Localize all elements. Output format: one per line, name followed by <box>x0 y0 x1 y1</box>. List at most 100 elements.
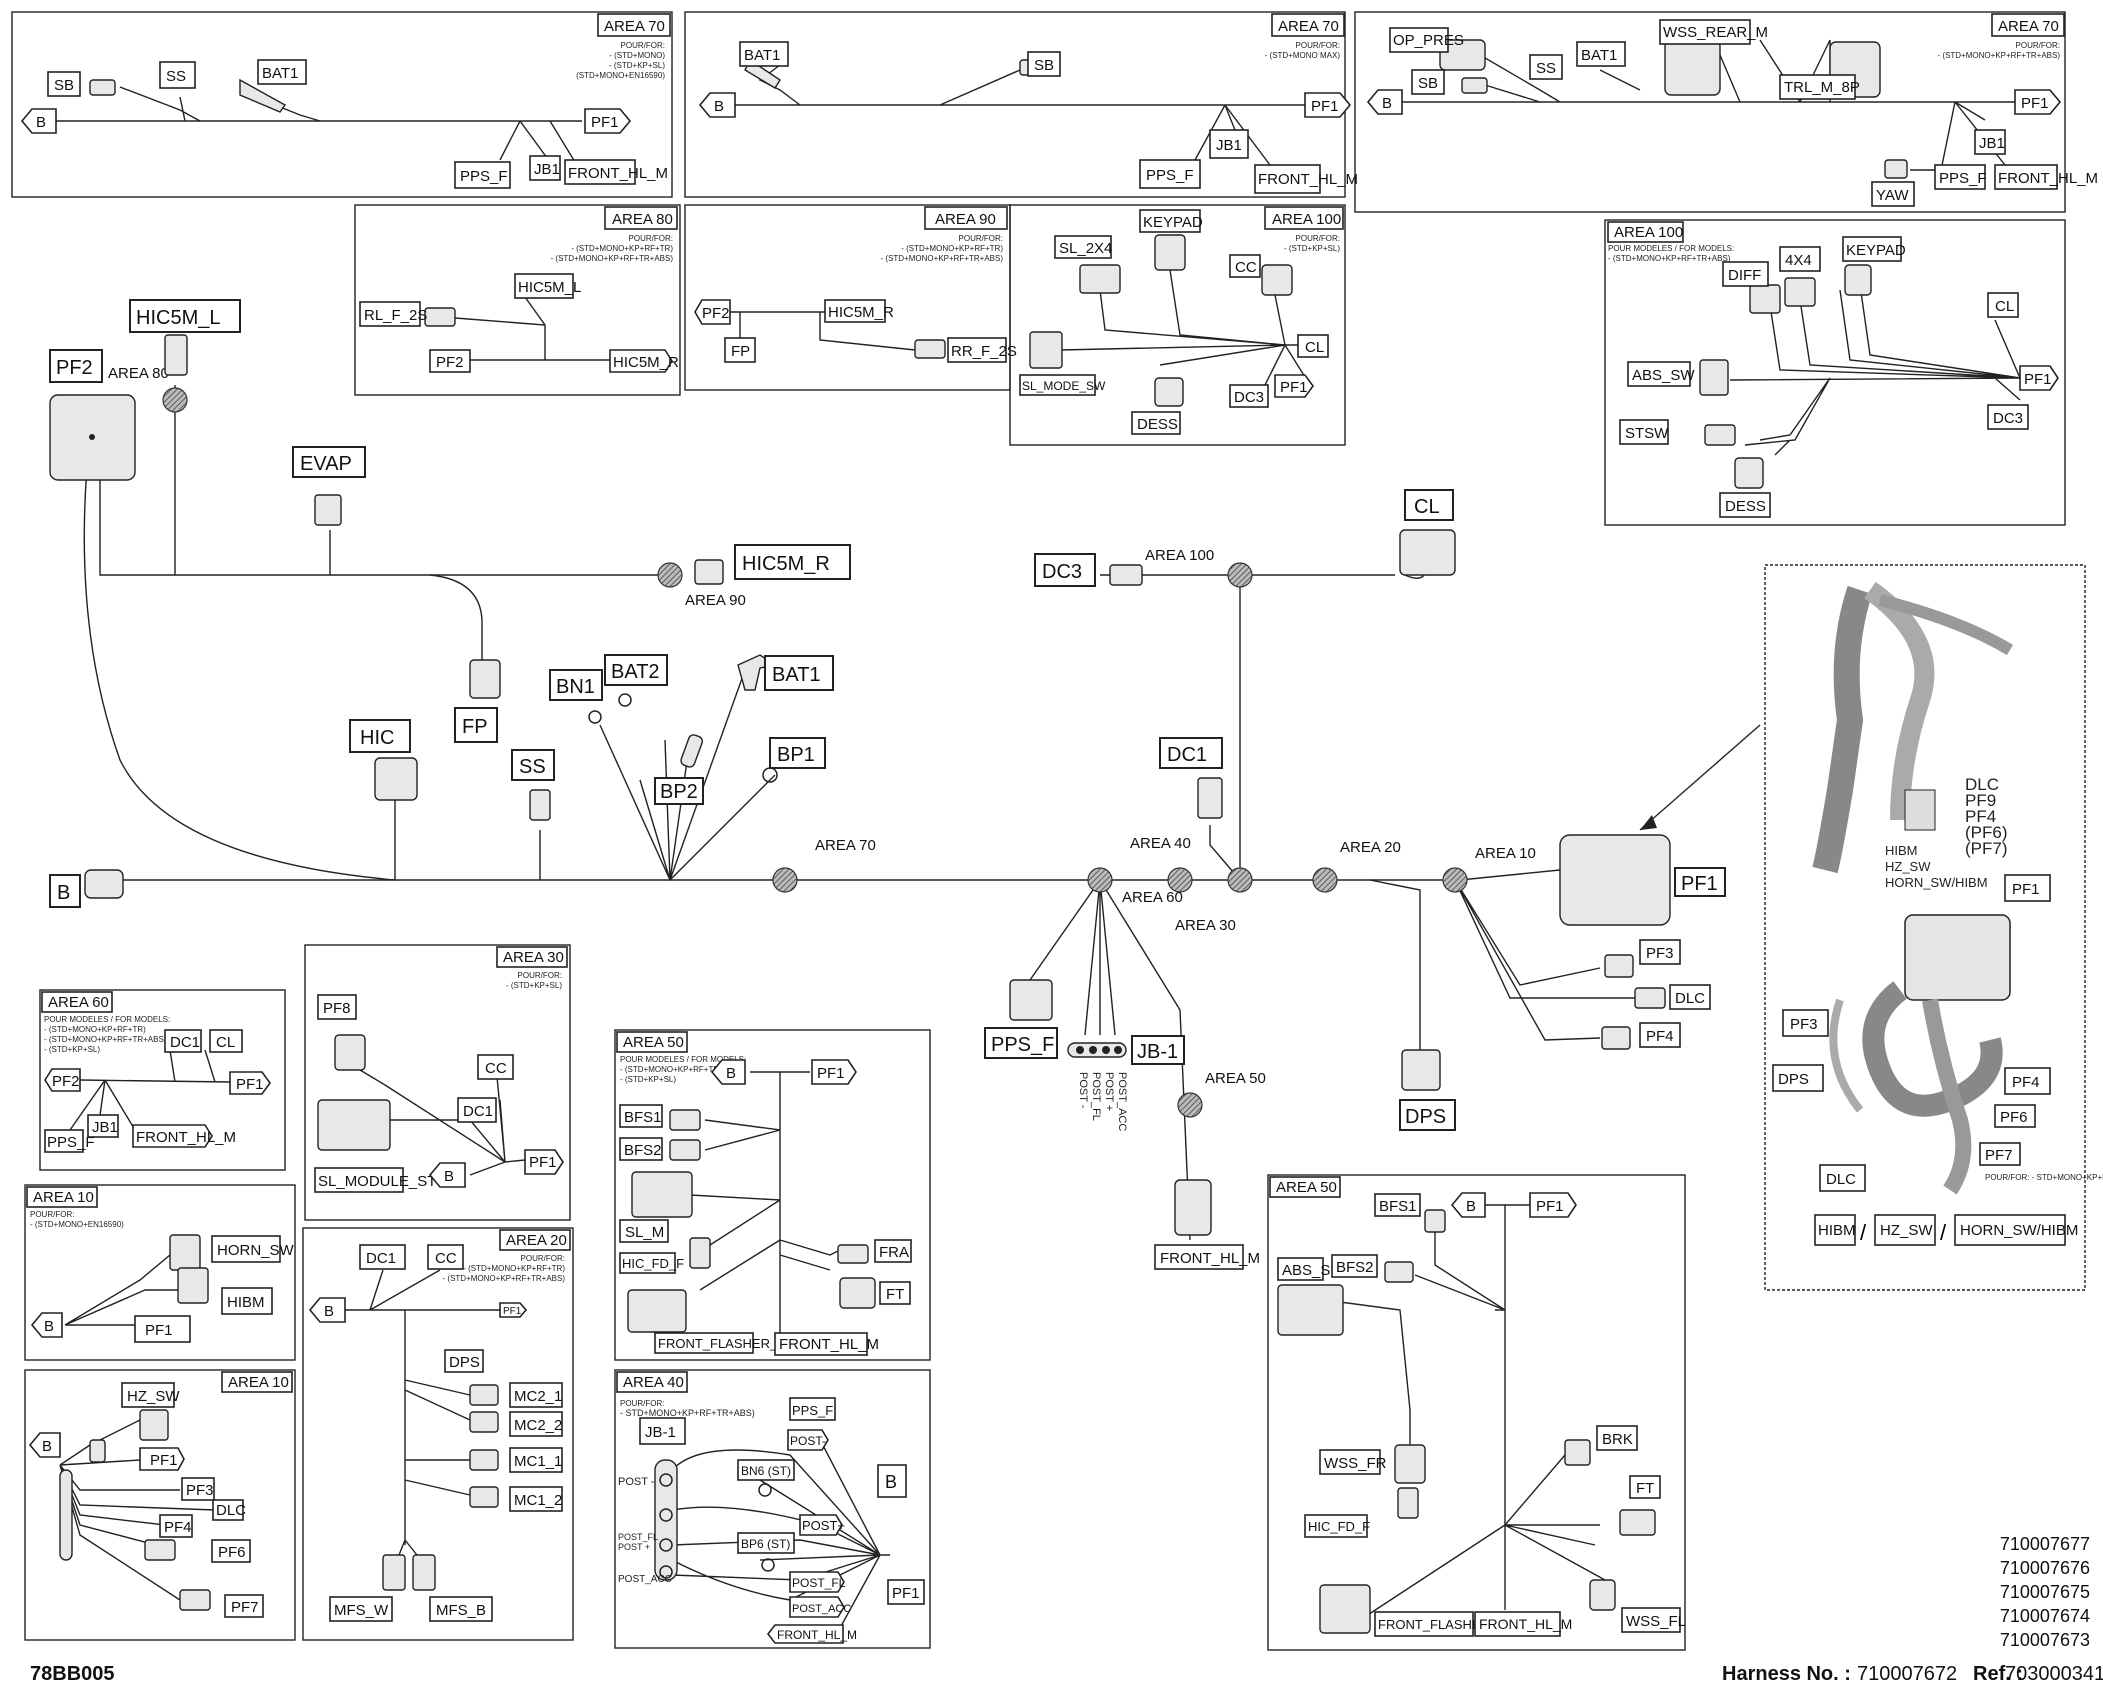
b1-label-pf1: PF1 <box>584 108 632 134</box>
b14-label-jb1: JB-1 <box>639 1417 686 1445</box>
splice-area-100 <box>1227 562 1253 588</box>
svg-text:DLC: DLC <box>1826 1171 1856 1188</box>
jb-post-plus: POST + <box>1103 1072 1115 1111</box>
label-jb1[interactable]: JB-1 <box>1131 1035 1185 1065</box>
svg-text:KEYPAD: KEYPAD <box>1846 242 1906 259</box>
svg-text:PF8: PF8 <box>323 1000 351 1017</box>
inset-hibm: HIBM <box>1885 843 1918 858</box>
b1-label-ss: SS <box>159 61 196 89</box>
ref-number: 703000341 <box>2005 1663 2103 1685</box>
b15-label-ft: FT <box>1629 1475 1661 1499</box>
svg-text:CC: CC <box>435 1250 457 1267</box>
b3-label-ss: SS <box>1529 54 1563 80</box>
b2-label-pps-f: PPS_F <box>1139 159 1201 189</box>
label-evap[interactable]: EVAP <box>292 446 366 478</box>
svg-text:SB: SB <box>1034 57 1054 74</box>
svg-text:WSS_REAR_M: WSS_REAR_M <box>1663 24 1768 41</box>
svg-text:RL_F_2S: RL_F_2S <box>364 307 427 324</box>
label-pf2[interactable]: PF2 <box>49 349 103 383</box>
b12-label-cc: CC <box>427 1244 464 1270</box>
b6-label-pf1: PF1 <box>1274 374 1314 398</box>
label-fp[interactable]: FP <box>454 707 498 743</box>
svg-text:PF6: PF6 <box>218 1544 246 1561</box>
svg-text:B: B <box>1466 1198 1476 1215</box>
label-dlc[interactable]: DLC <box>1669 984 1711 1010</box>
label-dc3[interactable]: DC3 <box>1034 553 1096 587</box>
svg-text:AREA 10: AREA 10 <box>33 1189 94 1206</box>
svg-text:DPS: DPS <box>1405 1106 1446 1128</box>
area-10-label: AREA 10 <box>1475 845 1536 862</box>
connector-dps-body <box>1401 1049 1441 1091</box>
label-bp1[interactable]: BP1 <box>769 737 826 769</box>
svg-text:PPS_F: PPS_F <box>1939 170 1987 187</box>
label-bat1[interactable]: BAT1 <box>764 655 834 691</box>
svg-text:PF1: PF1 <box>1536 1198 1564 1215</box>
b14-label-pf1: PF1 <box>887 1579 925 1605</box>
label-pf3[interactable]: PF3 <box>1639 939 1681 965</box>
b11-label-pf6: PF6 <box>211 1539 251 1563</box>
b9-label-sl-module-st: SL_MODULE_ST <box>314 1167 436 1193</box>
svg-text:BN6 (ST): BN6 (ST) <box>741 1464 791 1478</box>
svg-text:POUR/FOR:: POUR/FOR: <box>621 41 665 50</box>
svg-text:- (STD+MONO+KP+RF+TR+ABS): - (STD+MONO+KP+RF+TR+ABS) <box>443 1274 566 1283</box>
b12-label-mfs-b: MFS_B <box>429 1596 493 1622</box>
b13-label-ft: FT <box>879 1281 911 1305</box>
svg-text:PF7: PF7 <box>231 1599 259 1616</box>
label-hic[interactable]: HIC <box>349 719 411 753</box>
svg-text:PF6: PF6 <box>2000 1109 2028 1126</box>
label-hic5m-l[interactable]: HIC5M_L <box>129 299 241 333</box>
svg-text:POUR/FOR:: POUR/FOR: <box>521 1254 565 1263</box>
box-area-50-a: AREA 50 POUR MODELES / FOR MODELS: - (ST… <box>614 1029 931 1361</box>
svg-text:- (STD+MONO+KP+RF+TR+ABS): - (STD+MONO+KP+RF+TR+ABS) <box>551 254 674 263</box>
label-cl[interactable]: CL <box>1404 489 1454 521</box>
svg-text:SS: SS <box>166 68 186 85</box>
svg-text:PF2: PF2 <box>436 354 464 371</box>
svg-text:SL_MODE_SW: SL_MODE_SW <box>1022 379 1106 393</box>
splice-area-80 <box>162 387 188 413</box>
b10-label-hibm: HIBM <box>221 1287 273 1315</box>
b13-label-pf1: PF1 <box>811 1059 857 1085</box>
b5-label-rr-f-2s: RR_F_2S <box>947 337 1017 363</box>
splice-area-40 <box>1087 867 1113 893</box>
b12-label-dps: DPS <box>444 1349 484 1373</box>
splice-area-60 <box>1167 867 1193 893</box>
svg-text:AREA 70: AREA 70 <box>604 18 665 35</box>
svg-text:FRA: FRA <box>879 1244 909 1261</box>
label-bat2[interactable]: BAT2 <box>604 654 668 686</box>
label-pf4[interactable]: PF4 <box>1639 1022 1681 1048</box>
label-front-hl-m[interactable]: FRONT_HL_M <box>1154 1244 1260 1270</box>
svg-text:KEYPAD: KEYPAD <box>1143 214 1203 231</box>
label-pf1[interactable]: PF1 <box>1674 867 1726 897</box>
svg-text:HIC5M_R: HIC5M_R <box>742 553 830 575</box>
b13-label-front-flasher-m: FRONT_FLASHER_M <box>654 1332 788 1354</box>
svg-text:STSW: STSW <box>1625 425 1669 442</box>
inset-hz-sw: HZ_SW <box>1885 859 1931 874</box>
b6-label-cc: CC <box>1229 254 1261 278</box>
area-80-label: AREA 80 <box>108 365 169 382</box>
label-ss[interactable]: SS <box>511 749 555 781</box>
svg-text:- (STD+MONO+EN16590): - (STD+MONO+EN16590) <box>30 1220 124 1229</box>
svg-text:HZ_SW: HZ_SW <box>1880 1222 1933 1239</box>
svg-text:BP6 (ST): BP6 (ST) <box>741 1537 790 1551</box>
splice-area-90 <box>657 562 683 588</box>
label-bp2[interactable]: BP2 <box>654 777 704 805</box>
svg-text:PPS_F: PPS_F <box>991 1034 1054 1056</box>
svg-text:B: B <box>324 1303 334 1320</box>
label-dps[interactable]: DPS <box>1399 1099 1456 1131</box>
label-dc1[interactable]: DC1 <box>1159 737 1223 769</box>
svg-text:HIBM: HIBM <box>1818 1222 1856 1239</box>
b10-label-b: B <box>30 1312 63 1338</box>
label-pps-f[interactable]: PPS_F <box>984 1027 1058 1059</box>
svg-text:PPS_F: PPS_F <box>460 168 508 185</box>
svg-text:AREA 50: AREA 50 <box>623 1034 684 1051</box>
label-hic5m-r[interactable]: HIC5M_R <box>734 544 851 580</box>
splice-area-30 <box>1227 867 1253 893</box>
label-b[interactable]: B <box>49 874 81 908</box>
svg-text:ABS_S: ABS_S <box>1282 1262 1330 1279</box>
label-bn1[interactable]: BN1 <box>549 669 603 701</box>
svg-text:EVAP: EVAP <box>300 453 352 475</box>
svg-text:BAT2: BAT2 <box>611 661 660 683</box>
b15-label-hic-fd-f: HIC_FD_F <box>1304 1514 1370 1538</box>
box-area-100-b: AREA 100 POUR MODELES / FOR MODELS: - (S… <box>1604 219 2066 526</box>
box-area-100-a: AREA 100 POUR/FOR: - (STD+KP+SL) SL_2X4 … <box>1009 204 1346 446</box>
